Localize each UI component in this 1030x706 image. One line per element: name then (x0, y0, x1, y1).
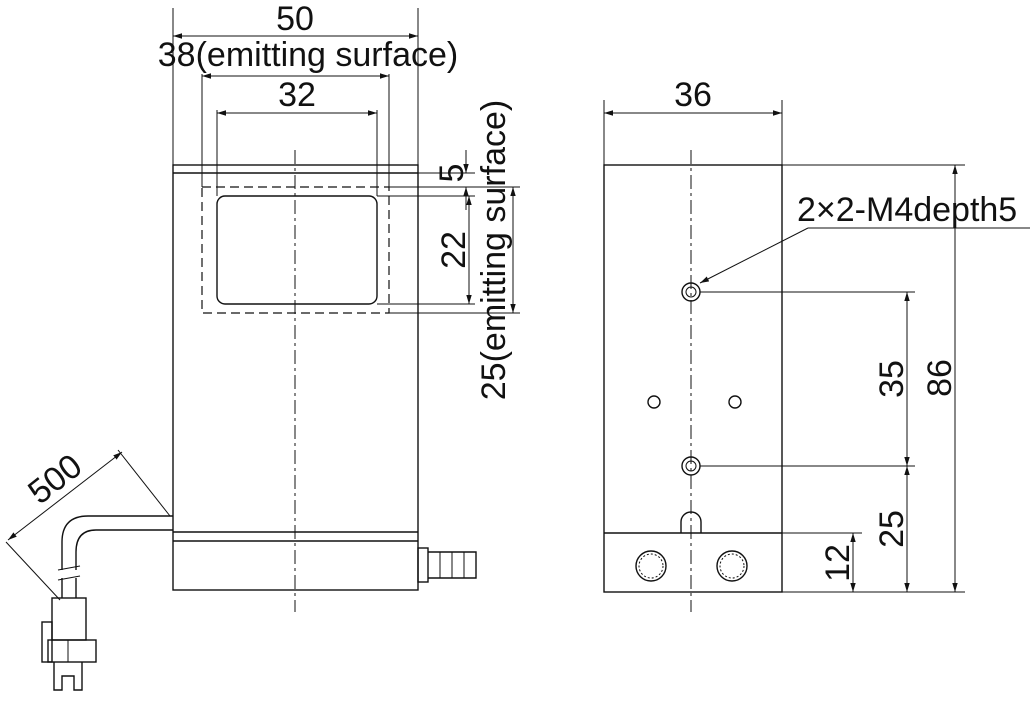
dim-emitting-height-25: 25(emitting surface) (475, 100, 513, 400)
side-hole-left (647, 395, 661, 409)
dim-top-margin-5: 5 (433, 164, 471, 183)
connector (41, 597, 97, 691)
thread-spec-label: 2×2-M4depth5 (797, 191, 1017, 229)
port-left (635, 550, 667, 582)
cable (57, 515, 173, 598)
cable-slot (680, 511, 702, 533)
side-housing (603, 164, 783, 593)
dim-hole-pitch-35: 35 (873, 360, 911, 398)
front-view: 50 38(emitting surface) 32 5 22 25(emitt… (5, 0, 520, 691)
dim-bottom-hole-25: 25 (873, 510, 911, 548)
dim-cable-length-500: 500 (21, 447, 89, 512)
dim-window-width-32: 32 (278, 76, 316, 114)
dim-total-height-86: 86 (921, 359, 959, 397)
side-hole-right (728, 395, 742, 409)
dim-window-height-22: 22 (435, 231, 473, 269)
dim-width-50: 50 (276, 0, 314, 38)
front-housing (172, 164, 419, 591)
hose-fitting (417, 547, 477, 583)
dim-base-height-12: 12 (819, 544, 857, 582)
dim-side-width-36: 36 (674, 76, 712, 114)
light-window (216, 195, 378, 305)
dim-emitting-width-38: 38(emitting surface) (158, 36, 458, 74)
port-right (716, 550, 748, 582)
side-view: 36 2×2-M4depth5 35 25 86 12 (603, 76, 1030, 612)
